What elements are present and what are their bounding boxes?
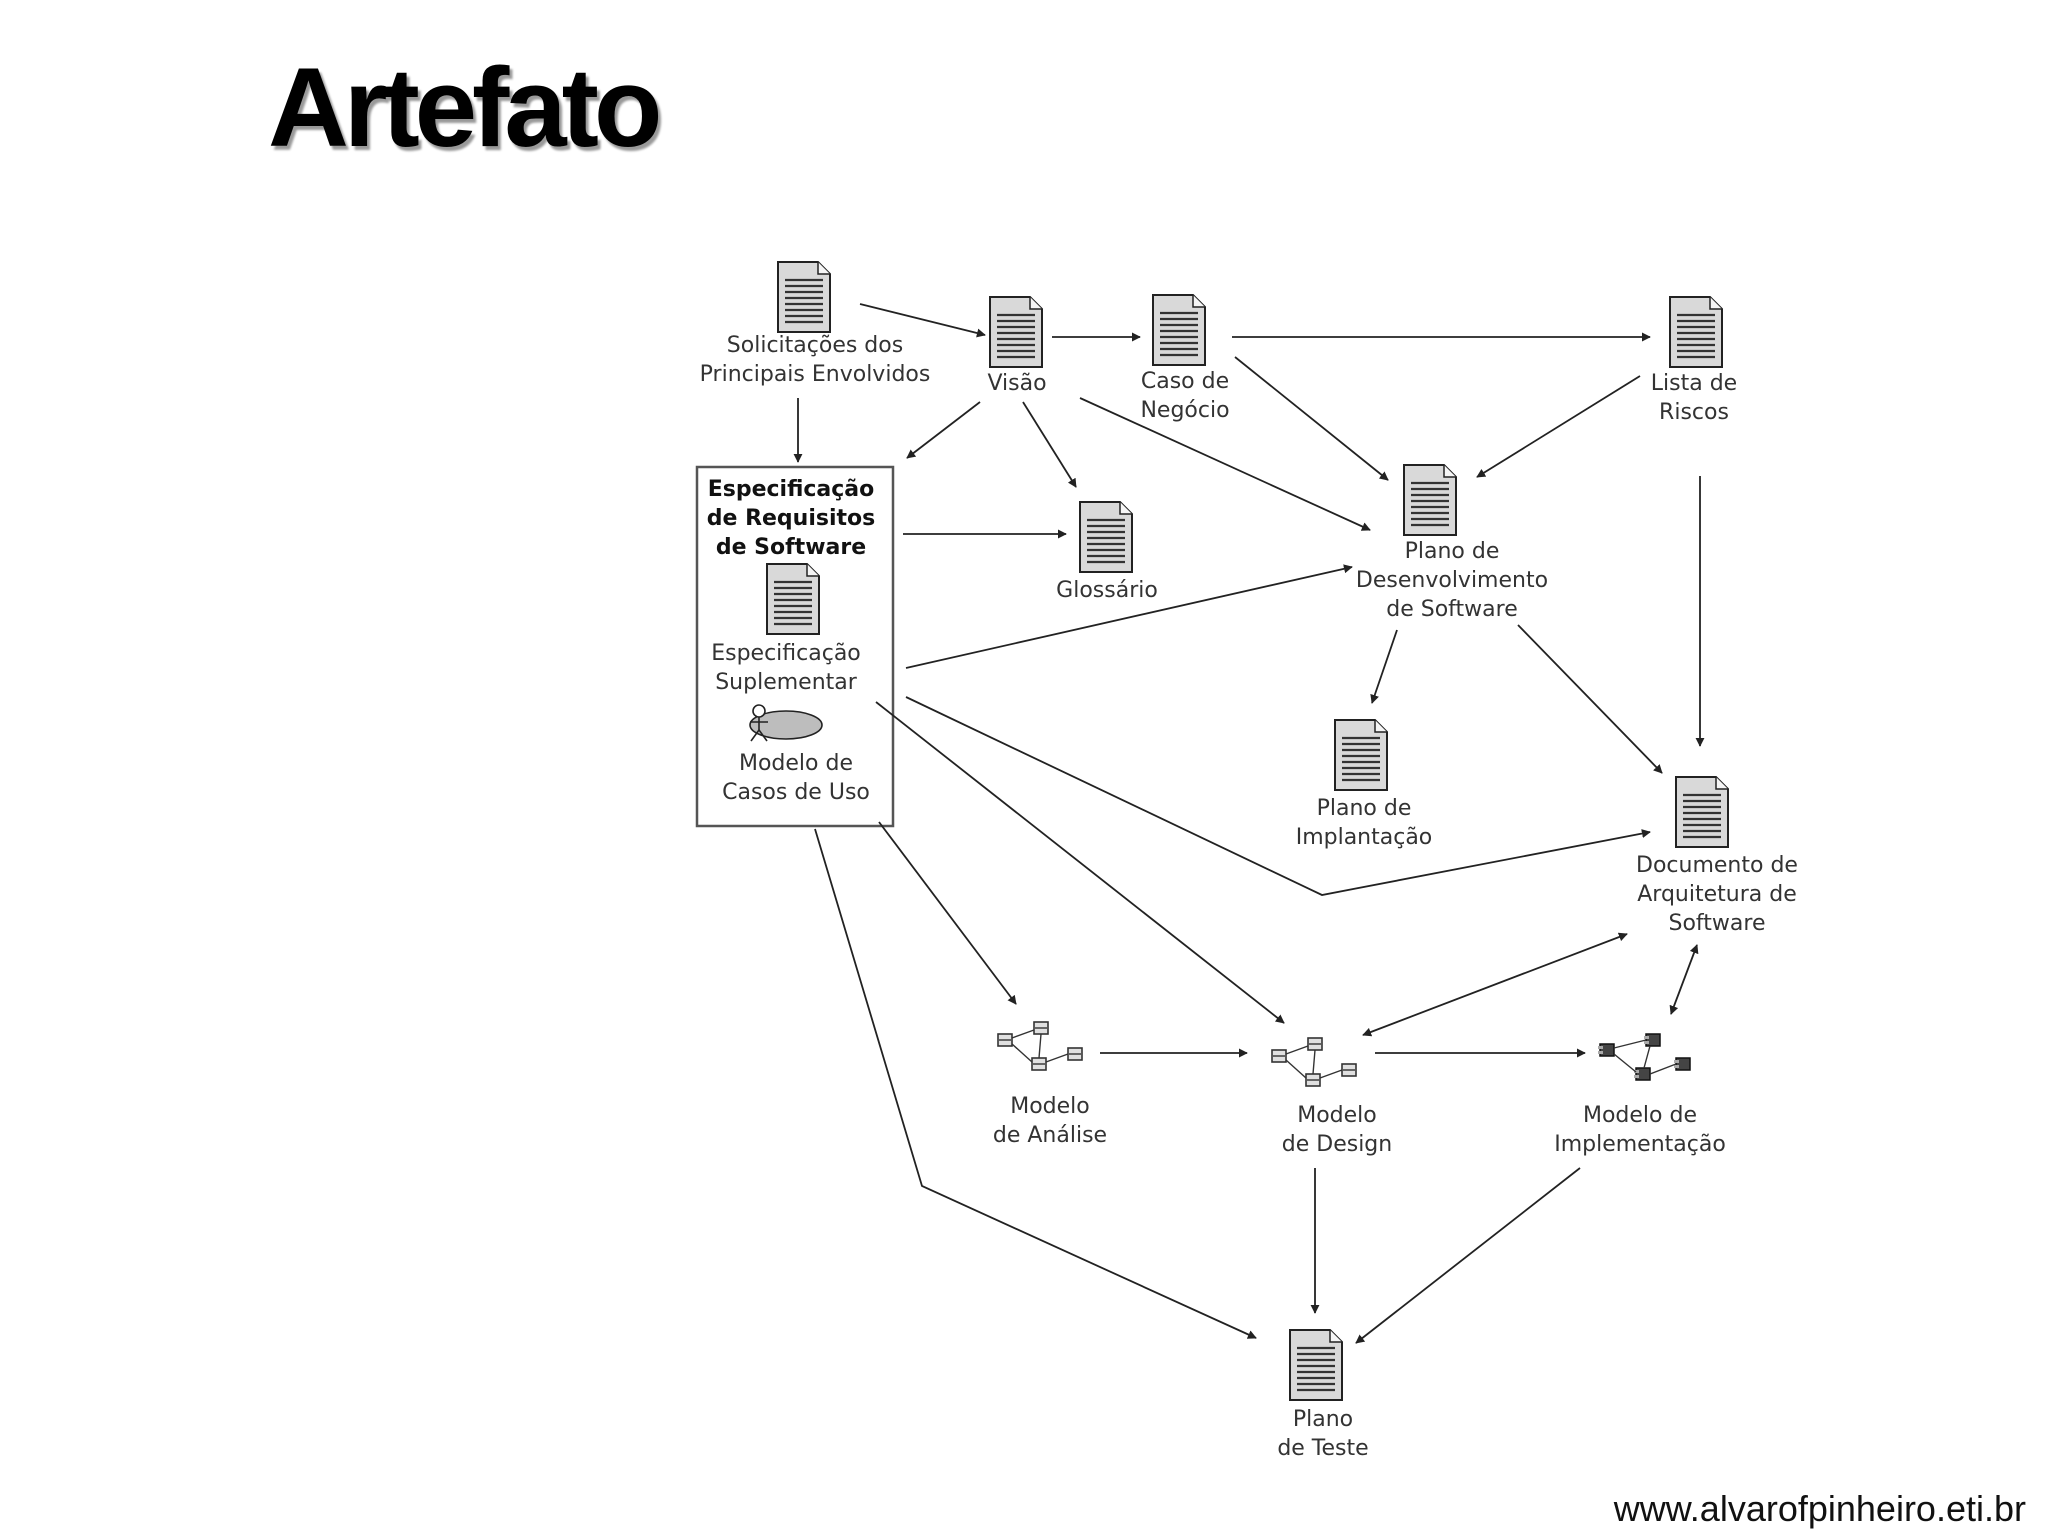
label-line: Caso de [1141, 369, 1229, 394]
node-modelo-analise: Modelo de Análise [993, 1094, 1107, 1148]
label-line: Implantação [1296, 825, 1433, 850]
footer-url: www.alvarofpinheiro.eti.br [1613, 1488, 2026, 1529]
label-line: de Análise [993, 1123, 1107, 1148]
label-line: Casos de Uso [722, 780, 870, 805]
label-line: Modelo de [739, 751, 853, 776]
node-visao: Visão [987, 371, 1046, 396]
label-line: de Teste [1277, 1436, 1368, 1461]
label-line: Implementação [1554, 1132, 1726, 1157]
edge-ers-arquitetura [905, 696, 1651, 896]
label-line: Software [1669, 911, 1766, 936]
label-line: Arquitetura de [1637, 882, 1796, 907]
edge-visao-planodesenv [1079, 397, 1371, 531]
label-line: Principais Envolvidos [700, 362, 931, 387]
edge-solicitacoes-visao [859, 303, 986, 338]
label-line: Modelo [1297, 1103, 1377, 1128]
document-icon [1288, 1328, 1344, 1402]
document-icon [776, 260, 832, 334]
label-line: Suplementar [715, 670, 858, 695]
document-icon [1674, 775, 1730, 849]
edge-caso-planodesenv [1234, 356, 1389, 481]
document-icon [1078, 500, 1134, 574]
node-caso-negocio: Caso de Negócio [1140, 369, 1229, 423]
label-line: de Software [1386, 597, 1517, 622]
label-line: Especificação [711, 641, 861, 666]
edge-arquitetura-implementacao [1669, 944, 1699, 1015]
edge-implementacao-teste [1355, 1167, 1581, 1344]
node-plano-implantacao: Plano de Implantação [1296, 796, 1433, 850]
label-line: Documento de [1636, 853, 1798, 878]
edge-ers-design [875, 701, 1285, 1024]
page-title: Artefato [268, 45, 662, 170]
edge-planodesenv-arquitetura [1517, 624, 1663, 774]
label-line: Negócio [1140, 398, 1229, 423]
node-glossario: Glossário [1056, 578, 1158, 603]
node-modelo-design: Modelo de Design [1282, 1103, 1392, 1157]
edge-arquitetura-design [1362, 932, 1628, 1037]
label-line: Riscos [1659, 400, 1729, 425]
node-doc-arquitetura: Documento de Arquitetura de Software [1636, 853, 1798, 936]
label-line: Lista de [1651, 371, 1737, 396]
label-line: Desenvolvimento [1356, 568, 1548, 593]
node-plano-teste: Plano de Teste [1277, 1407, 1368, 1461]
edge-ers-teste [814, 828, 1257, 1339]
label-line: Modelo [1010, 1094, 1090, 1119]
edge-ers-planodesenv [905, 564, 1353, 669]
class-model-icon [1271, 1037, 1357, 1087]
label-line: Glossário [1056, 578, 1158, 603]
label-line: Plano de [1317, 796, 1412, 821]
use-case-icon [749, 704, 823, 742]
document-icon [988, 295, 1044, 369]
node-ers-title: Especificação de Requisitos de Software [707, 477, 876, 560]
node-modelo-implementacao: Modelo de Implementação [1554, 1103, 1726, 1157]
label-line: Visão [987, 371, 1046, 396]
label-line: Modelo de [1583, 1103, 1697, 1128]
node-lista-riscos: Lista de Riscos [1651, 371, 1737, 425]
node-plano-desenvolvimento: Plano de Desenvolvimento de Software [1356, 539, 1548, 622]
node-modelo-casos-uso: Modelo de Casos de Uso [722, 751, 870, 805]
document-icon [1151, 293, 1207, 367]
edge-visao-ers [906, 401, 981, 459]
edge-ers-analise [878, 821, 1017, 1005]
ers-container [695, 465, 895, 828]
label-line: Especificação [708, 477, 875, 502]
label-line: de Requisitos [707, 506, 876, 531]
edge-planodesenv-implantacao [1370, 629, 1398, 704]
document-icon [1668, 295, 1724, 369]
edge-visao-glossario [1022, 401, 1077, 488]
label-line: Solicitações dos [727, 333, 903, 358]
class-model-icon [997, 1021, 1083, 1071]
component-model-icon [1597, 1033, 1691, 1081]
edge-riscos-planodesenv [1476, 375, 1641, 478]
document-icon [1333, 718, 1389, 792]
document-icon [765, 562, 821, 636]
label-line: Plano de [1405, 539, 1500, 564]
label-line: Plano [1293, 1407, 1353, 1432]
label-line: de Design [1282, 1132, 1392, 1157]
label-line: de Software [716, 535, 866, 560]
document-icon [1402, 463, 1458, 537]
